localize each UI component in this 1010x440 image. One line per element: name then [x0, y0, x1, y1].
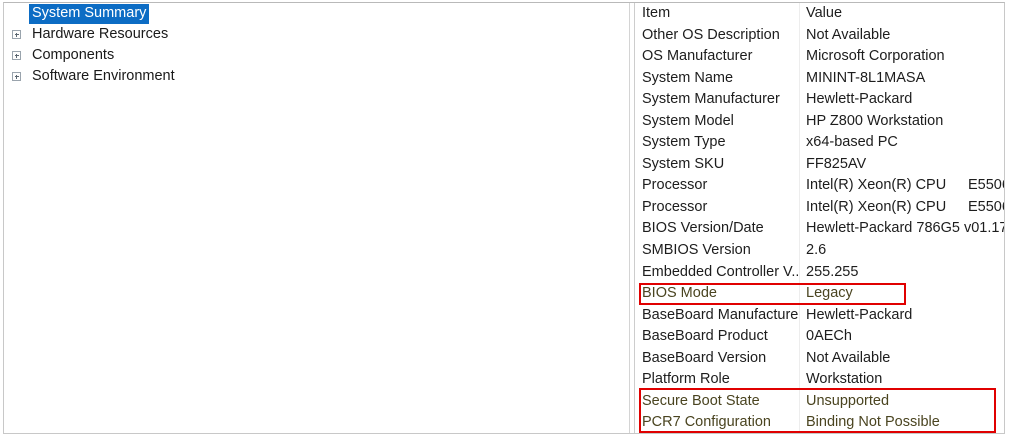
- details-item-cell: PCR7 Configuration: [642, 414, 771, 431]
- tree-item-hardware-resources[interactable]: Hardware Resources: [4, 24, 627, 45]
- details-value-cell: x64-based PC: [806, 134, 898, 151]
- tree-item-system-summary[interactable]: System Summary: [4, 3, 627, 24]
- pane-splitter[interactable]: [628, 3, 638, 433]
- details-value-cell: FF825AV: [806, 155, 867, 172]
- splitter-line-left: [629, 3, 630, 433]
- details-row[interactable]: System Manufacturer Hewlett-Packard: [638, 89, 1004, 111]
- splitter-line-right: [634, 3, 635, 433]
- details-value-cell: 2.6: [806, 242, 827, 259]
- tree-item-label: System Summary: [29, 3, 150, 24]
- details-value-cell: Hewlett-Packard 786G5 v01.17, 8/: [806, 220, 1004, 237]
- details-row[interactable]: PCR7 Configuration Binding Not Possible: [638, 412, 1004, 433]
- tree-item-label: Software Environment: [32, 67, 175, 84]
- column-header-value: Value: [806, 5, 843, 21]
- details-value-cell: Not Available: [806, 349, 891, 366]
- details-item-cell: BIOS Mode: [642, 285, 717, 302]
- details-row[interactable]: System Model HP Z800 Workstation: [638, 111, 1004, 133]
- details-header-row[interactable]: Item Value: [638, 3, 1004, 25]
- details-item-cell: Processor: [642, 198, 708, 215]
- details-row[interactable]: BaseBoard Manufacturer Hewlett-Packard: [638, 305, 1004, 327]
- details-row[interactable]: System Type x64-based PC: [638, 132, 1004, 154]
- details-row[interactable]: Processor Intel(R) Xeon(R) CPU E5506: [638, 197, 1004, 219]
- tree-item-software-environment[interactable]: Software Environment: [4, 66, 627, 87]
- details-value-cell: Hewlett-Packard: [806, 306, 913, 323]
- details-item-cell: System Type: [642, 134, 726, 151]
- details-value-cell: HP Z800 Workstation: [806, 112, 944, 129]
- details-value-overflow-cell: E5506: [968, 198, 1004, 215]
- details-value-cell: Unsupported: [806, 392, 890, 409]
- details-row[interactable]: BIOS Mode Legacy: [638, 283, 1004, 305]
- tree-item-components[interactable]: Components: [4, 45, 627, 66]
- details-item-cell: BIOS Version/Date: [642, 220, 764, 237]
- details-row[interactable]: Processor Intel(R) Xeon(R) CPU E5506: [638, 175, 1004, 197]
- details-row[interactable]: Other OS Description Not Available: [638, 25, 1004, 47]
- details-value-cell: Not Available: [806, 26, 891, 43]
- details-item-cell: BaseBoard Version: [642, 349, 767, 366]
- details-value-cell: Intel(R) Xeon(R) CPU: [806, 198, 947, 215]
- details-item-cell: System Model: [642, 112, 734, 129]
- details-item-cell: Embedded Controller V...: [642, 263, 798, 280]
- details-item-cell: OS Manufacturer: [642, 48, 753, 65]
- tree-item-label: Hardware Resources: [32, 25, 169, 42]
- details-value-cell: Hewlett-Packard: [806, 91, 913, 108]
- expand-plus-icon[interactable]: [12, 30, 21, 39]
- details-row[interactable]: Secure Boot State Unsupported: [638, 391, 1004, 413]
- details-row[interactable]: BaseBoard Version Not Available: [638, 348, 1004, 370]
- details-value-cell: Legacy: [806, 285, 853, 302]
- details-value-cell: Intel(R) Xeon(R) CPU: [806, 177, 947, 194]
- details-item-cell: System Manufacturer: [642, 91, 780, 108]
- details-row[interactable]: OS Manufacturer Microsoft Corporation: [638, 46, 1004, 68]
- column-header-item: Item: [642, 5, 671, 21]
- details-value-cell: 0AECh: [806, 328, 852, 345]
- details-row[interactable]: Platform Role Workstation: [638, 369, 1004, 391]
- details-value-cell: Binding Not Possible: [806, 414, 940, 431]
- details-row[interactable]: SMBIOS Version 2.6: [638, 240, 1004, 262]
- details-item-cell: Other OS Description: [642, 26, 780, 43]
- details-value-overflow-cell: E5506: [968, 177, 1004, 194]
- details-value-cell: Microsoft Corporation: [806, 48, 945, 65]
- expand-plus-icon[interactable]: [12, 72, 21, 81]
- details-item-cell: Platform Role: [642, 371, 730, 388]
- details-item-cell: BaseBoard Manufacturer: [642, 306, 798, 323]
- details-row[interactable]: Embedded Controller V... 255.255: [638, 262, 1004, 284]
- details-row[interactable]: System SKU FF825AV: [638, 154, 1004, 176]
- details-value-cell: MININT-8L1MASA: [806, 69, 926, 86]
- expand-plus-icon[interactable]: [12, 51, 21, 60]
- details-item-cell: SMBIOS Version: [642, 242, 751, 259]
- details-row[interactable]: System Name MININT-8L1MASA: [638, 68, 1004, 90]
- details-item-cell: Processor: [642, 177, 708, 194]
- details-item-cell: System SKU: [642, 155, 725, 172]
- column-separator: [799, 3, 800, 433]
- tree-item-label: Components: [32, 46, 115, 63]
- details-value-cell: 255.255: [806, 263, 859, 280]
- details-item-cell: BaseBoard Product: [642, 328, 768, 345]
- details-row[interactable]: BIOS Version/Date Hewlett-Packard 786G5 v…: [638, 218, 1004, 240]
- details-item-cell: Secure Boot State: [642, 392, 760, 409]
- details-item-cell: System Name: [642, 69, 734, 86]
- details-value-cell: Workstation: [806, 371, 883, 388]
- details-row[interactable]: BaseBoard Product 0AECh: [638, 326, 1004, 348]
